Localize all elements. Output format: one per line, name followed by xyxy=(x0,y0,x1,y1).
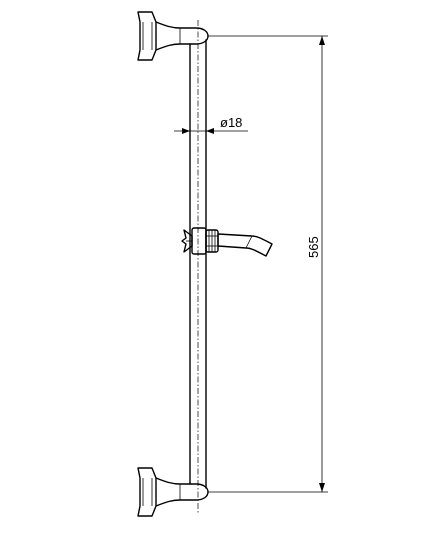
top-wall-bracket xyxy=(137,11,209,61)
length-dimension: 565 xyxy=(208,35,328,493)
diameter-dimension: ø18 xyxy=(174,115,248,134)
diameter-label: ø18 xyxy=(220,115,242,130)
length-label: 565 xyxy=(306,236,321,258)
handshower-holder xyxy=(181,227,273,257)
slide-bar xyxy=(189,20,207,514)
bottom-wall-bracket xyxy=(137,467,209,517)
